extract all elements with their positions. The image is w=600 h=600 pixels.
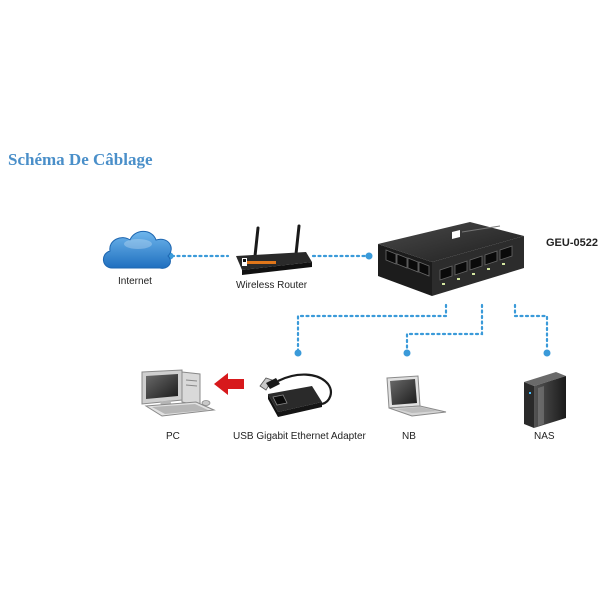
label-switch: GEU-0522 xyxy=(546,237,598,249)
nas-icon xyxy=(524,372,566,428)
label-adapter: USB Gigabit Ethernet Adapter xyxy=(233,431,366,442)
link-dot xyxy=(403,349,411,357)
label-router: Wireless Router xyxy=(236,280,308,291)
label-pc: PC xyxy=(166,431,180,442)
notebook-icon xyxy=(386,375,447,417)
link-dot xyxy=(543,349,551,357)
switch-icon xyxy=(378,222,524,296)
link-switch-nas xyxy=(513,303,549,352)
label-internet: Internet xyxy=(118,276,152,287)
usb-adapter-icon xyxy=(259,373,332,417)
link-dot xyxy=(294,349,302,357)
diagram-title: Schéma De Câblage xyxy=(8,150,153,169)
link-switch-nb xyxy=(405,303,484,352)
link-dot xyxy=(365,252,373,260)
arrow-left-icon xyxy=(214,373,244,395)
label-nb: NB xyxy=(402,431,416,442)
connection-lines xyxy=(170,254,549,352)
link-switch-adapter-horizontal xyxy=(296,314,448,352)
router-icon xyxy=(236,224,312,275)
connection-dots xyxy=(166,252,551,357)
label-nas: NAS xyxy=(534,431,555,442)
cloud-icon xyxy=(103,230,172,269)
pc-icon xyxy=(141,369,216,417)
